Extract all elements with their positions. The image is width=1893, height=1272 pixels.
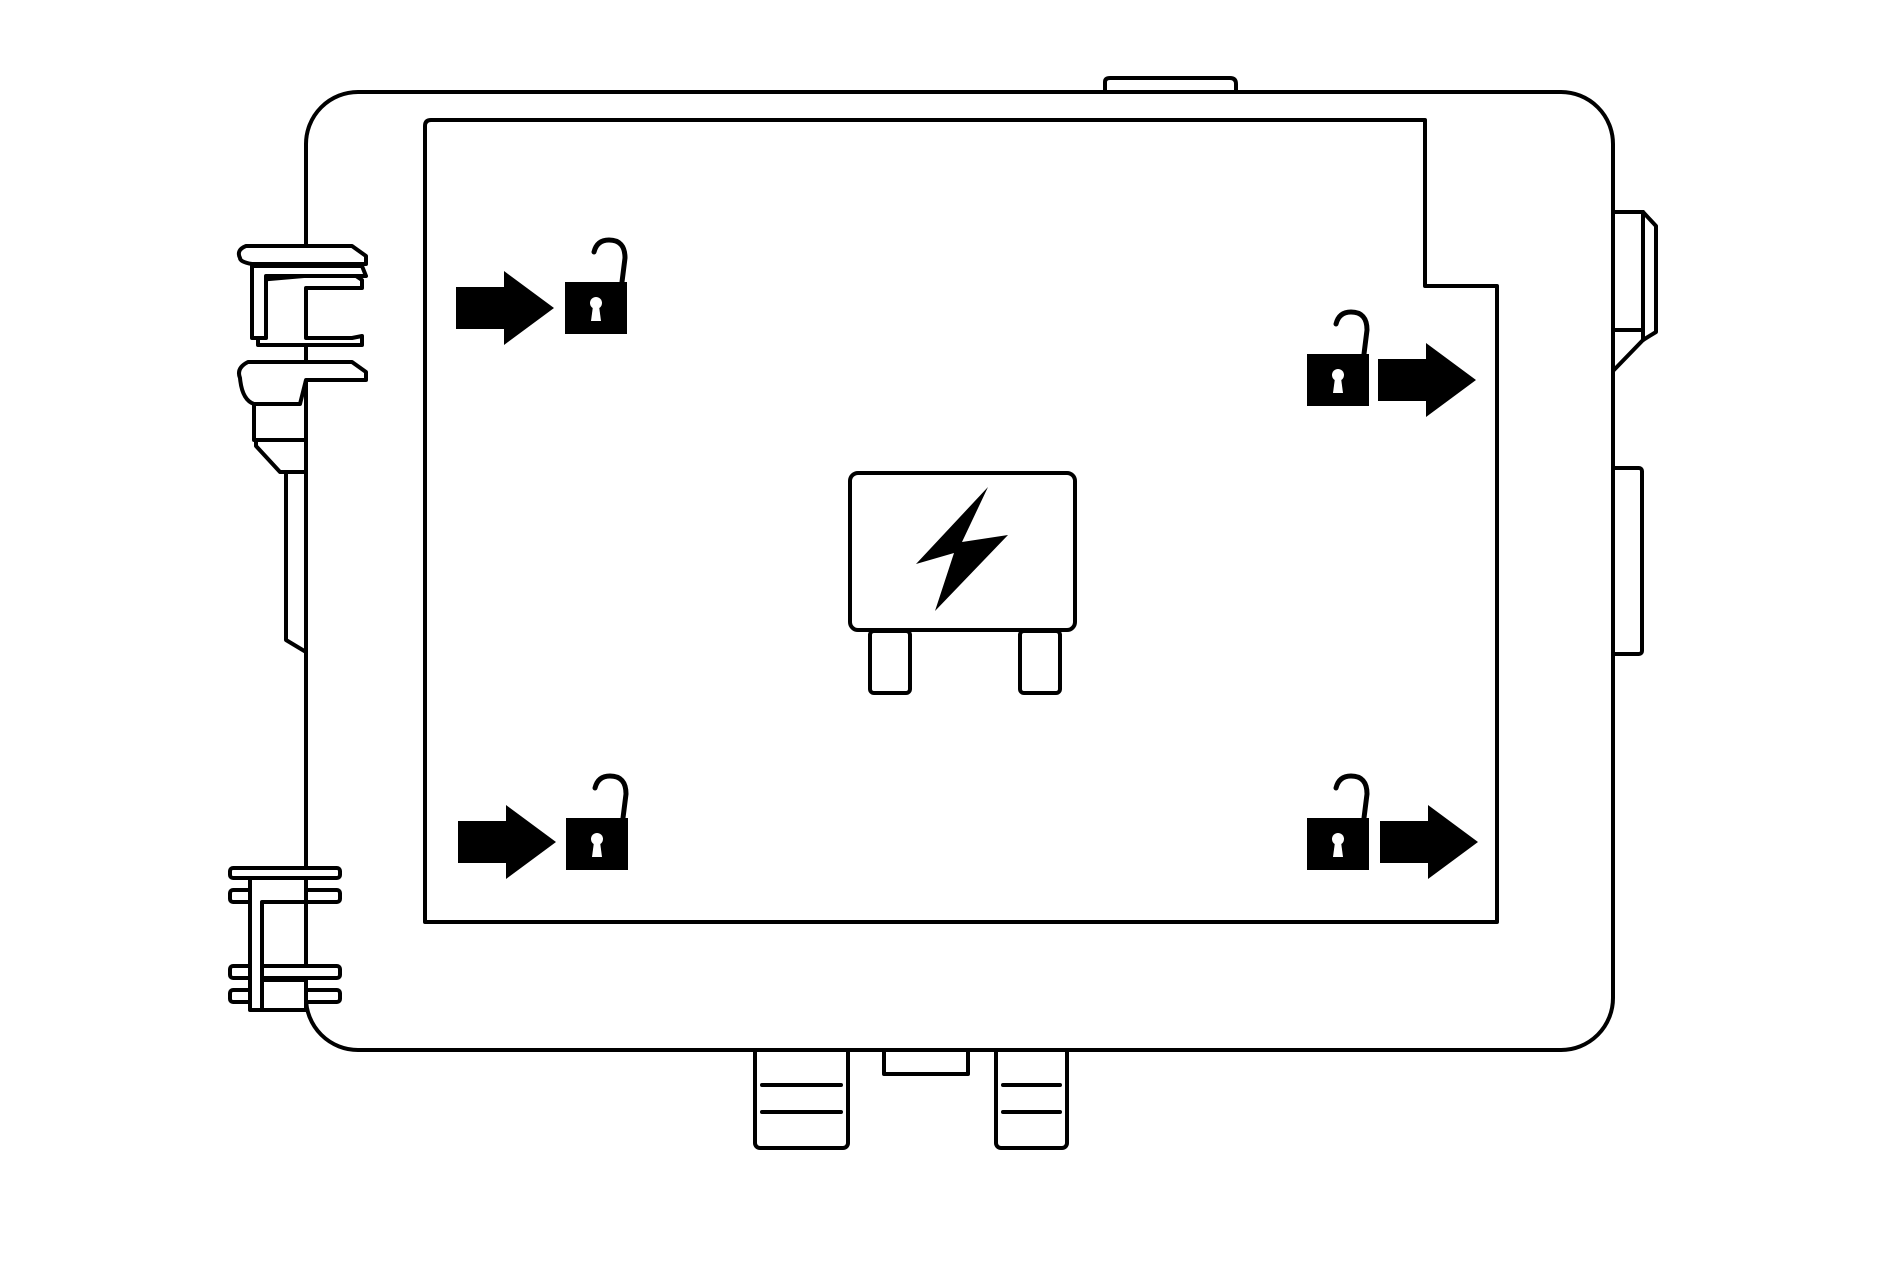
unlock-indicators xyxy=(456,237,1478,879)
unlock-indicator-top-left xyxy=(456,237,628,345)
unlocked-padlock-icon xyxy=(1307,773,1370,870)
right-tab-lower xyxy=(1610,466,1644,656)
bottom-peg-left xyxy=(753,1038,850,1150)
arrow-icon xyxy=(1378,343,1476,417)
unlocked-padlock-icon xyxy=(1307,309,1370,406)
bottom-peg-right xyxy=(994,1038,1069,1150)
left-hinge-upper xyxy=(236,244,368,654)
arrow-icon xyxy=(1380,805,1478,879)
lightning-bolt-icon xyxy=(916,487,1008,611)
unlock-indicator-bottom-left xyxy=(458,773,629,879)
unlock-indicator-bottom-right xyxy=(1307,773,1478,879)
top-tab xyxy=(1103,76,1238,94)
unlocked-padlock-icon xyxy=(566,773,629,870)
right-side-tabs xyxy=(1610,210,1658,656)
arrow-icon xyxy=(456,271,554,345)
unlocked-padlock-icon xyxy=(565,237,628,334)
arrow-icon xyxy=(458,805,556,879)
relay-lightning-icon xyxy=(848,471,1077,695)
bottom-connector-pegs xyxy=(753,1038,1069,1150)
right-tab-upper xyxy=(1610,210,1658,374)
left-hinge-lower xyxy=(228,866,342,1012)
unlock-indicator-top-right xyxy=(1307,309,1476,417)
